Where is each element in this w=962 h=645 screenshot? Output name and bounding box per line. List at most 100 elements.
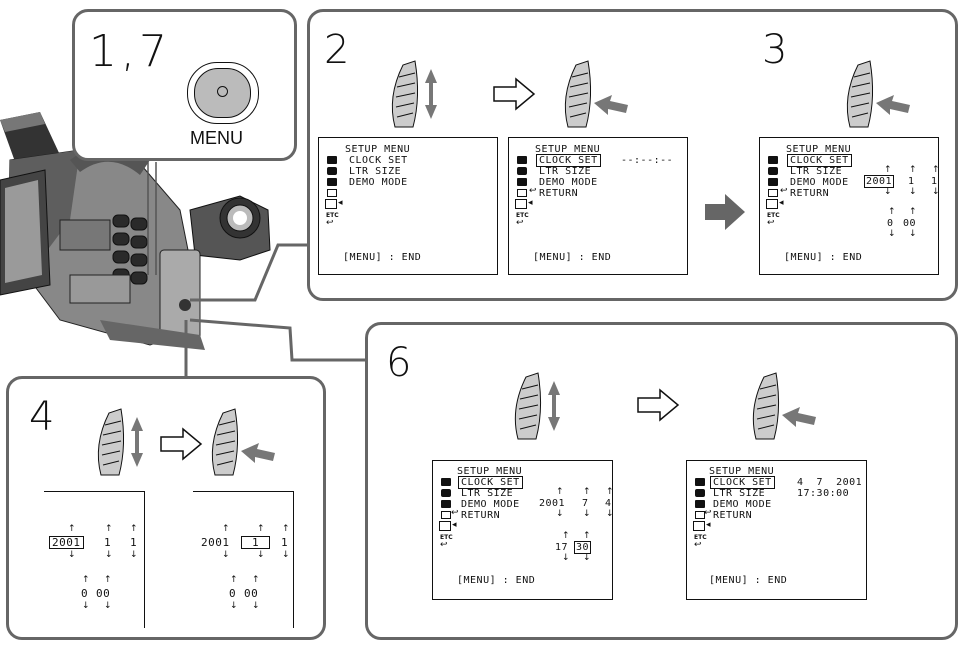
hour-field[interactable]: 17 xyxy=(555,542,569,553)
year-field[interactable]: 2001 xyxy=(201,536,230,549)
minute-field[interactable]: 00 xyxy=(903,218,917,229)
up-arrow: ↑ xyxy=(82,575,90,585)
control-dial-icon[interactable] xyxy=(558,57,638,129)
memory-menu-icon xyxy=(441,511,451,519)
setup-menu-icon xyxy=(439,521,451,531)
month-field[interactable]: 7 xyxy=(582,498,589,509)
down-arrow: ↓ xyxy=(252,601,260,611)
menu-item-demo-mode[interactable]: DEMO MODE xyxy=(461,499,520,510)
memory-menu-icon xyxy=(695,511,705,519)
down-arrow: ↓ xyxy=(68,550,76,560)
down-arrow: ↓ xyxy=(82,601,90,611)
up-arrow: ↑ xyxy=(562,531,570,541)
minute-field[interactable]: 30 xyxy=(573,541,592,554)
day-field[interactable]: 1 xyxy=(281,536,289,549)
step-number: 1,7 xyxy=(89,26,171,77)
year-field[interactable]: 2001 xyxy=(539,498,566,509)
memory-menu-icon xyxy=(768,189,778,197)
control-dial-icon[interactable] xyxy=(385,57,445,129)
memory-menu-icon xyxy=(327,189,337,197)
menu-item-clock-set[interactable]: CLOCK SET xyxy=(710,476,775,489)
hour-field[interactable]: 0 xyxy=(81,587,89,600)
control-dial-icon[interactable] xyxy=(205,405,285,477)
menu-item-demo-mode[interactable]: DEMO MODE xyxy=(349,177,408,188)
menu-button-label: MENU xyxy=(190,128,243,148)
menu-item-ltr-size[interactable]: LTR SIZE xyxy=(539,166,592,177)
next-arrow-icon xyxy=(493,77,536,111)
etc-menu-icon: ETC xyxy=(516,212,529,219)
up-arrow: ↑ xyxy=(105,524,113,534)
menu-title: SETUP MENU xyxy=(709,466,775,477)
down-arrow: ↓ xyxy=(104,601,112,611)
menu-item-return[interactable]: RETURN xyxy=(713,510,753,521)
down-arrow: ↓ xyxy=(230,601,238,611)
return-icon: ↩ xyxy=(451,508,459,518)
step-number-3: 3 xyxy=(762,27,788,73)
control-dial-icon[interactable] xyxy=(746,369,826,441)
menu-item-return[interactable]: RETURN xyxy=(539,188,579,199)
screen-4b-frame xyxy=(193,491,294,628)
minute-field[interactable]: 00 xyxy=(244,587,259,600)
up-arrow: ↑ xyxy=(556,487,564,497)
month-field[interactable]: 1 xyxy=(104,536,112,549)
menu-item-clock-set[interactable]: CLOCK SET xyxy=(349,155,408,166)
up-arrow: ↑ xyxy=(909,207,917,217)
next-arrow-icon xyxy=(637,388,680,422)
month-field[interactable]: 1 xyxy=(908,176,915,187)
up-arrow: ↑ xyxy=(130,524,138,534)
screen-4a-frame xyxy=(44,491,145,628)
month-field[interactable]: 1 xyxy=(240,536,271,549)
menu-item-demo-mode[interactable]: DEMO MODE xyxy=(713,499,772,510)
up-arrow: ↑ xyxy=(884,165,892,175)
menu-end-hint: [MENU] : END xyxy=(343,252,422,263)
year-field[interactable]: 2001 xyxy=(863,175,895,188)
menu-item-ltr-size[interactable]: LTR SIZE xyxy=(461,488,514,499)
up-arrow: ↑ xyxy=(257,524,265,534)
up-arrow: ↑ xyxy=(583,531,591,541)
cassette-menu-icon xyxy=(695,489,705,497)
up-arrow: ↑ xyxy=(68,524,76,534)
menu-item-clock-set[interactable]: CLOCK SET xyxy=(787,154,852,167)
menu-item-demo-mode[interactable]: DEMO MODE xyxy=(790,177,849,188)
year-field[interactable]: 2001 xyxy=(49,536,84,549)
down-arrow: ↓ xyxy=(888,229,896,239)
day-field[interactable]: 4 xyxy=(605,498,612,509)
tape-menu-icon xyxy=(695,500,705,508)
up-arrow: ↑ xyxy=(252,575,260,585)
menu-item-ltr-size[interactable]: LTR SIZE xyxy=(790,166,843,177)
hour-field[interactable]: 0 xyxy=(887,218,894,229)
menu-screen-6a: SETUP MENU CLOCK SET LTR SIZE DEMO MODE … xyxy=(432,460,614,600)
step-number-6: 6 xyxy=(386,340,412,386)
down-arrow: ↓ xyxy=(562,553,570,563)
clock-time-value: 17:30:00 xyxy=(797,488,850,499)
tape-menu-icon xyxy=(441,500,451,508)
camera-menu-icon xyxy=(768,156,778,164)
tape-menu-icon xyxy=(327,178,337,186)
menu-item-demo-mode[interactable]: DEMO MODE xyxy=(539,177,598,188)
control-dial-icon[interactable] xyxy=(91,405,151,477)
menu-screen-6b: SETUP MENU CLOCK SET 4 7 2001 LTR SIZE 1… xyxy=(686,460,867,600)
menu-item-return[interactable]: RETURN xyxy=(790,188,830,199)
return-icon: ↩ xyxy=(780,186,788,196)
menu-item-clock-set[interactable]: CLOCK SET xyxy=(458,476,523,489)
cassette-menu-icon xyxy=(441,489,451,497)
minute-field[interactable]: 00 xyxy=(96,587,111,600)
menu-button-icon[interactable] xyxy=(187,62,259,124)
menu-item-ltr-size[interactable]: LTR SIZE xyxy=(349,166,402,177)
down-arrow: ↓ xyxy=(257,550,265,560)
day-field[interactable]: 1 xyxy=(130,536,138,549)
hour-field[interactable]: 0 xyxy=(229,587,237,600)
menu-item-ltr-size[interactable]: LTR SIZE xyxy=(713,488,766,499)
setup-menu-icon xyxy=(766,199,778,209)
cassette-menu-icon xyxy=(768,167,778,175)
clock-date-value: 4 7 2001 xyxy=(797,477,863,488)
menu-item-return[interactable]: RETURN xyxy=(461,510,501,521)
control-dial-icon[interactable] xyxy=(840,57,920,129)
menu-end-hint: [MENU] : END xyxy=(533,252,612,263)
control-dial-icon[interactable] xyxy=(508,369,568,441)
menu-item-clock-set[interactable]: CLOCK SET xyxy=(536,154,601,167)
up-arrow: ↑ xyxy=(282,524,290,534)
next-arrow-icon xyxy=(705,194,745,230)
down-arrow: ↓ xyxy=(105,550,113,560)
day-field[interactable]: 1 xyxy=(931,176,938,187)
